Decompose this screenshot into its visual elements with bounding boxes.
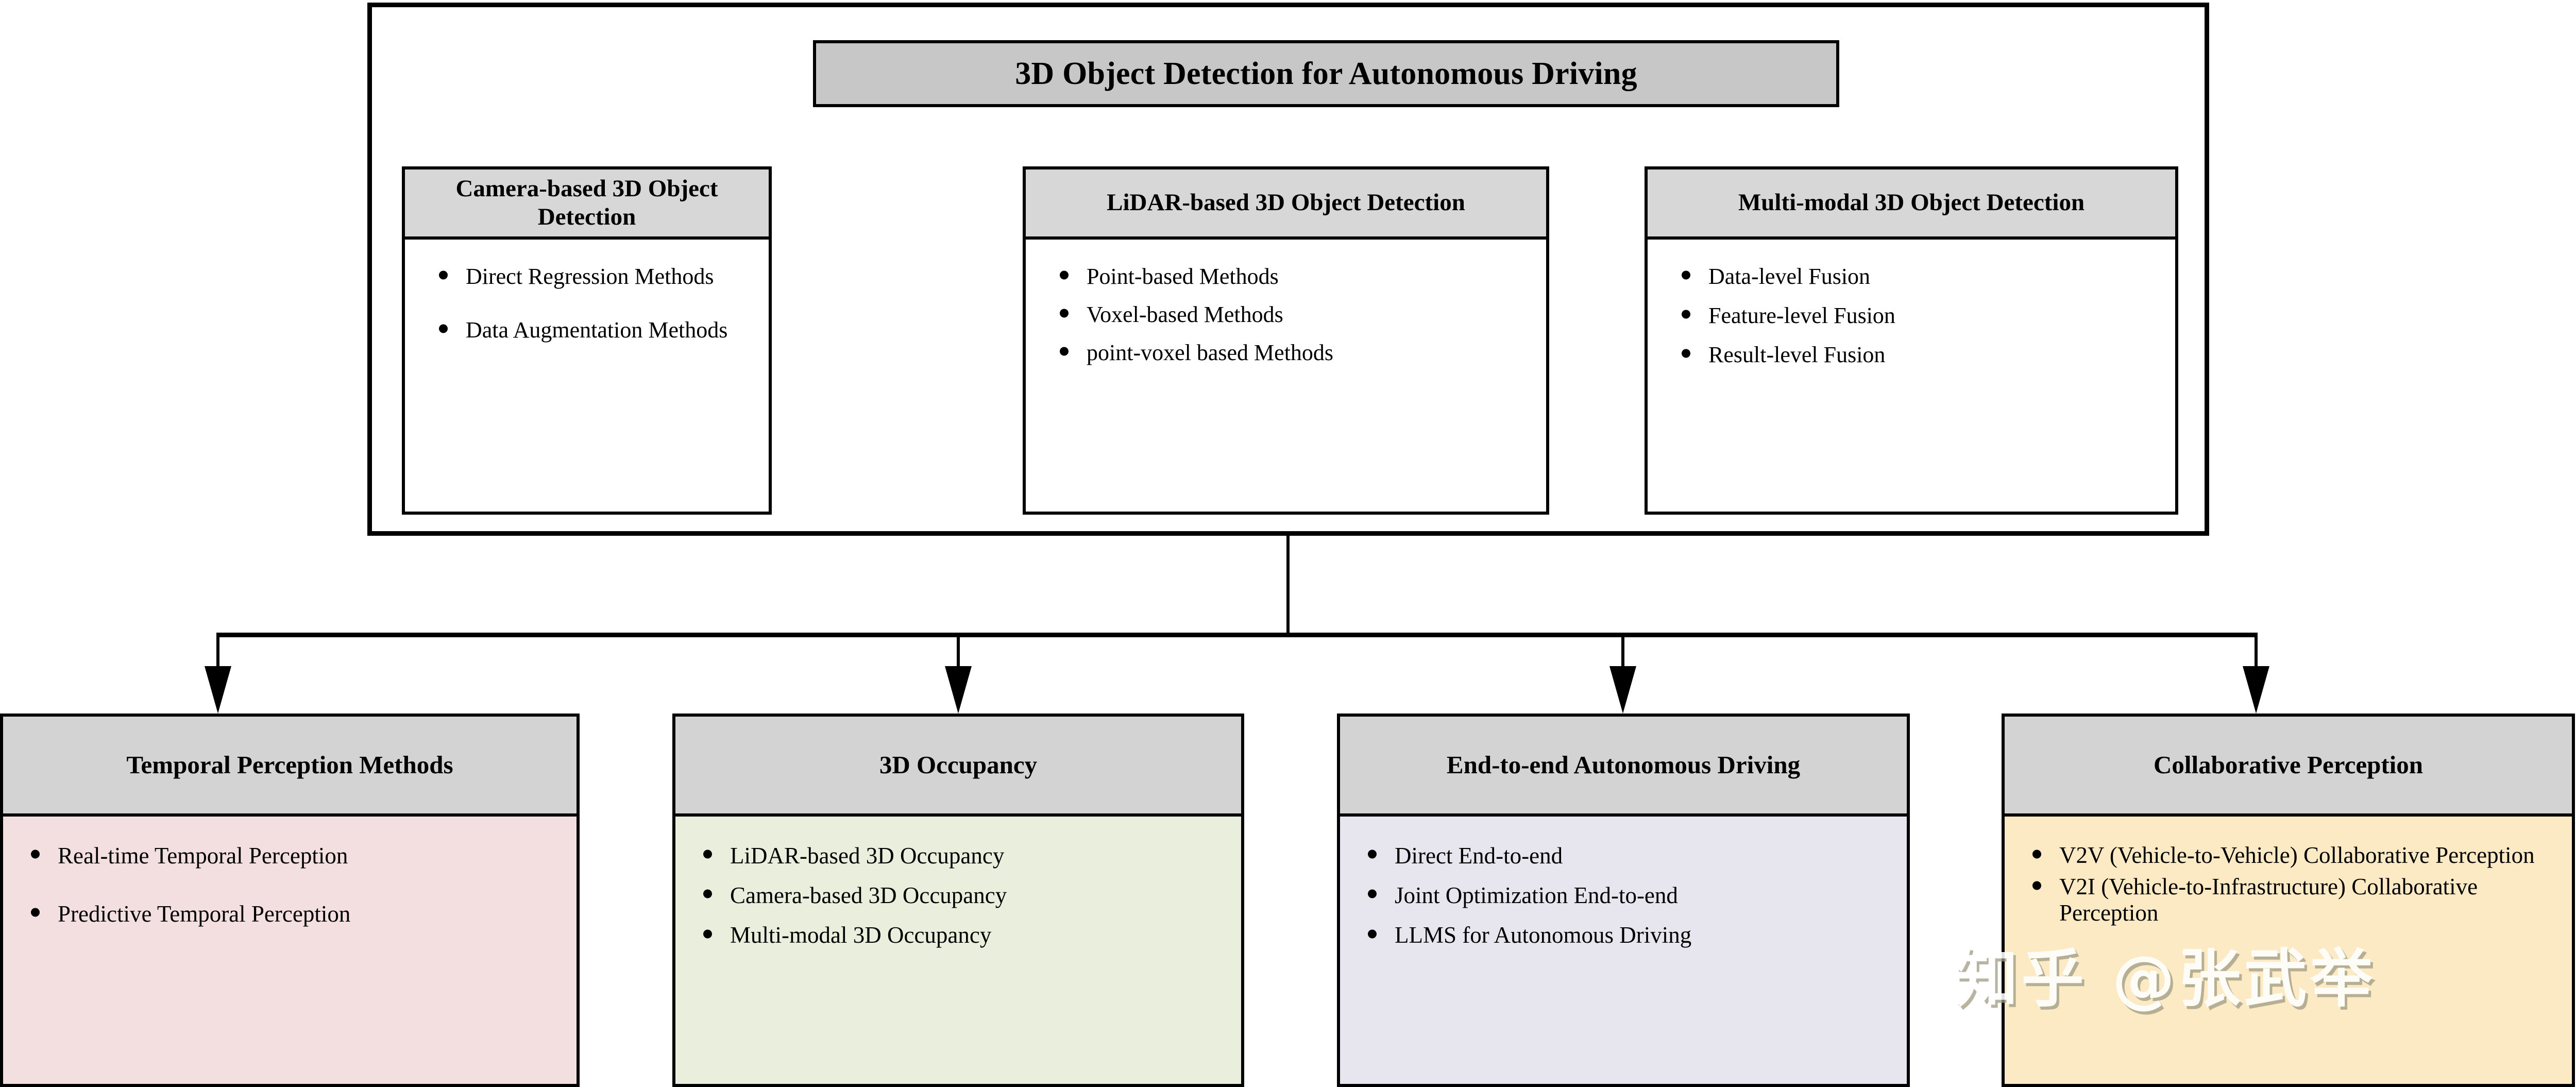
list-item: Multi-modal 3D Occupancy: [687, 922, 1241, 949]
list-item: Joint Optimization End-to-end: [1351, 882, 1907, 909]
list-item: Voxel-based Methods: [1043, 301, 1546, 328]
card-title-lidar-based: LiDAR-based 3D Object Detection: [1107, 189, 1465, 216]
bullet-list-end-to-end: Direct End-to-end Joint Optimization End…: [1351, 842, 1907, 949]
list-item: V2V (Vehicle-to-Vehicle) Collaborative P…: [2016, 842, 2572, 869]
list-item: Direct End-to-end: [1351, 842, 1907, 870]
card-body-multi-modal: Data-level Fusion Feature-level Fusion R…: [1648, 240, 2175, 512]
category-card-end-to-end: End-to-end Autonomous Driving Direct End…: [1337, 714, 1910, 1087]
list-item: V2I (Vehicle-to-Infrastructure) Collabor…: [2016, 874, 2572, 926]
root-title-box: 3D Object Detection for Autonomous Drivi…: [813, 40, 1839, 107]
list-item: LiDAR-based 3D Occupancy: [687, 842, 1241, 870]
list-item: Direct Regression Methods: [422, 263, 769, 290]
card-header-multi-modal: Multi-modal 3D Object Detection: [1648, 169, 2175, 240]
category-card-temporal-perception: Temporal Perception Methods Real-time Te…: [0, 714, 580, 1087]
card-body-collaborative-perception: V2V (Vehicle-to-Vehicle) Collaborative P…: [2005, 817, 2572, 1084]
bullet-list-3d-occupancy: LiDAR-based 3D Occupancy Camera-based 3D…: [687, 842, 1241, 949]
arrowhead-3-icon: [1609, 666, 1636, 714]
list-item: point-voxel based Methods: [1043, 339, 1546, 366]
card-header-temporal-perception: Temporal Perception Methods: [3, 717, 577, 817]
list-item: Result-level Fusion: [1665, 342, 2175, 368]
card-body-3d-occupancy: LiDAR-based 3D Occupancy Camera-based 3D…: [675, 817, 1241, 1084]
card-header-camera-based: Camera-based 3D Object Detection: [405, 169, 769, 240]
bullet-list-collaborative-perception: V2V (Vehicle-to-Vehicle) Collaborative P…: [2016, 842, 2572, 926]
list-item: Feature-level Fusion: [1665, 302, 2175, 329]
category-card-camera-based: Camera-based 3D Object Detection Direct …: [402, 166, 772, 515]
list-item: Predictive Temporal Perception: [14, 901, 577, 928]
card-header-3d-occupancy: 3D Occupancy: [675, 717, 1241, 817]
card-body-end-to-end: Direct End-to-end Joint Optimization End…: [1340, 817, 1907, 1084]
card-title-end-to-end: End-to-end Autonomous Driving: [1446, 750, 1801, 779]
list-item: Point-based Methods: [1043, 263, 1546, 290]
list-item: Real-time Temporal Perception: [14, 842, 577, 870]
card-header-collaborative-perception: Collaborative Perception: [2005, 717, 2572, 817]
connector-branch-2: [957, 636, 960, 668]
card-body-temporal-perception: Real-time Temporal Perception Predictive…: [3, 817, 577, 1084]
connector-branch-3: [1621, 636, 1624, 668]
list-item: Camera-based 3D Occupancy: [687, 882, 1241, 909]
arrowhead-4-icon: [2243, 666, 2269, 714]
root-title-label: 3D Object Detection for Autonomous Drivi…: [1015, 56, 1637, 91]
category-card-multi-modal: Multi-modal 3D Object Detection Data-lev…: [1645, 166, 2178, 515]
card-header-end-to-end: End-to-end Autonomous Driving: [1340, 717, 1907, 817]
arrowhead-2-icon: [945, 666, 972, 714]
card-title-collaborative-perception: Collaborative Perception: [2153, 750, 2424, 779]
connector-trunk-vertical: [1286, 536, 1290, 636]
list-item: Data Augmentation Methods: [422, 317, 769, 344]
card-title-multi-modal: Multi-modal 3D Object Detection: [1738, 189, 2085, 216]
card-title-camera-based: Camera-based 3D Object Detection: [455, 175, 718, 230]
card-title-3d-occupancy: 3D Occupancy: [879, 750, 1038, 779]
category-card-collaborative-perception: Collaborative Perception V2V (Vehicle-to…: [2002, 714, 2575, 1087]
bullet-list-lidar-based: Point-based Methods Voxel-based Methods …: [1043, 263, 1546, 378]
card-header-lidar-based: LiDAR-based 3D Object Detection: [1026, 169, 1546, 240]
card-body-camera-based: Direct Regression Methods Data Augmentat…: [405, 240, 769, 512]
arrowhead-1-icon: [205, 666, 231, 714]
connector-branch-4: [2255, 636, 2258, 668]
list-item: LLMS for Autonomous Driving: [1351, 922, 1907, 949]
list-item: Data-level Fusion: [1665, 263, 2175, 290]
category-card-lidar-based: LiDAR-based 3D Object Detection Point-ba…: [1023, 166, 1549, 515]
card-body-lidar-based: Point-based Methods Voxel-based Methods …: [1026, 240, 1546, 512]
connector-branch-1: [216, 636, 219, 668]
category-card-3d-occupancy: 3D Occupancy LiDAR-based 3D Occupancy Ca…: [672, 714, 1244, 1087]
card-title-temporal-perception: Temporal Perception Methods: [126, 750, 453, 779]
bullet-list-temporal-perception: Real-time Temporal Perception Predictive…: [14, 842, 577, 928]
connector-bus-horizontal: [216, 633, 2258, 637]
bullet-list-camera-based: Direct Regression Methods Data Augmentat…: [422, 263, 769, 370]
bullet-list-multi-modal: Data-level Fusion Feature-level Fusion R…: [1665, 263, 2175, 381]
